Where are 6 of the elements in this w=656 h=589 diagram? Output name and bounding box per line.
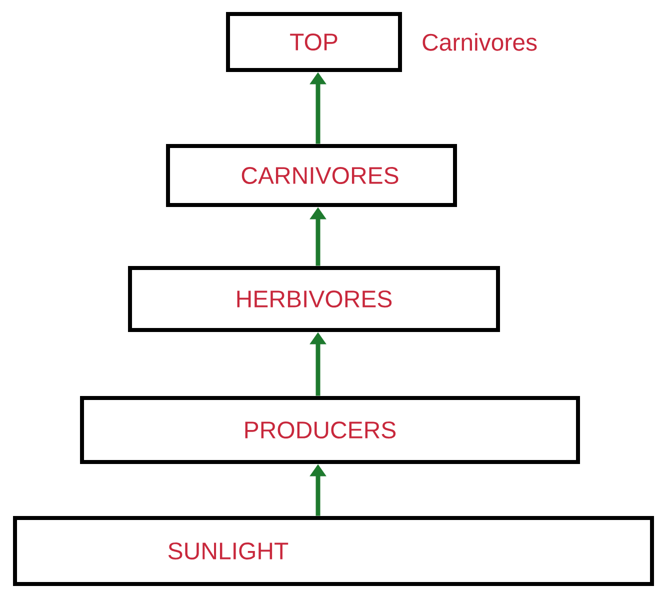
level-box: CARNIVORES [166, 144, 457, 207]
level-box: HERBIVORES [128, 266, 500, 332]
level-box: SUNLIGHT [13, 516, 654, 586]
level-box: TOP [226, 12, 402, 72]
level-box: PRODUCERS [80, 396, 580, 464]
beside-label: Carnivores [422, 33, 537, 51]
